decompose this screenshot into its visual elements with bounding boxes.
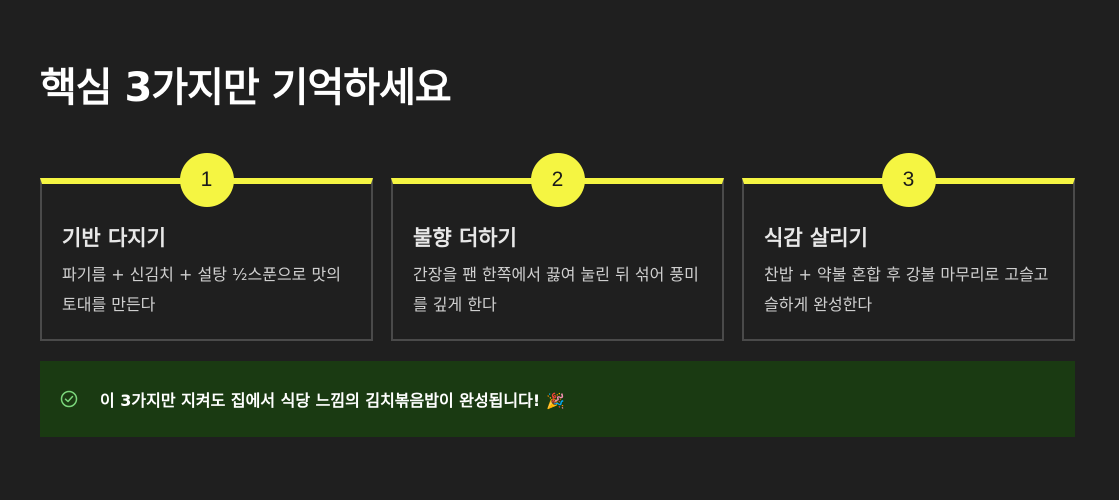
step-description: 찬밥 + 약불 혼합 후 강불 마무리로 고슬고슬하게 완성한다 (764, 265, 1049, 314)
check-circle-icon (60, 390, 78, 408)
step-title: 식감 살리기 (764, 226, 868, 250)
page-title: 핵심 3가지만 기억하세요 (40, 65, 452, 111)
summary-message: 이 3가지만 지켜도 집에서 식당 느낌의 김치볶음밥이 완성됩니다! (100, 391, 541, 410)
step-card-3: 3 식감 살리기 찬밥 + 약불 혼합 후 강불 마무리로 고슬고슬하게 완성한… (742, 153, 1075, 341)
summary-note: 이 3가지만 지켜도 집에서 식당 느낌의 김치볶음밥이 완성됩니다! 🎉 (40, 361, 1075, 437)
step-description: 파기름 + 신김치 + 설탕 ½스푼으로 맛의 토대를 만든다 (62, 265, 341, 314)
step-title: 기반 다지기 (62, 226, 166, 250)
step-number-badge: 2 (530, 153, 585, 207)
step-number-badge: 3 (881, 153, 936, 207)
step-card-1: 1 기반 다지기 파기름 + 신김치 + 설탕 ½스푼으로 맛의 토대를 만든다 (40, 153, 373, 341)
party-popper-icon: 🎉 (546, 392, 565, 410)
step-number-badge: 1 (179, 153, 234, 207)
step-title: 불향 더하기 (413, 226, 517, 250)
step-description: 간장을 팬 한쪽에서 끓여 눌린 뒤 섞어 풍미를 깊게 한다 (413, 265, 699, 314)
summary-text: 이 3가지만 지켜도 집에서 식당 느낌의 김치볶음밥이 완성됩니다! 🎉 (100, 387, 565, 411)
step-cards: 1 기반 다지기 파기름 + 신김치 + 설탕 ½스푼으로 맛의 토대를 만든다… (40, 153, 1075, 341)
step-card-2: 2 불향 더하기 간장을 팬 한쪽에서 끓여 눌린 뒤 섞어 풍미를 깊게 한다 (391, 153, 724, 341)
